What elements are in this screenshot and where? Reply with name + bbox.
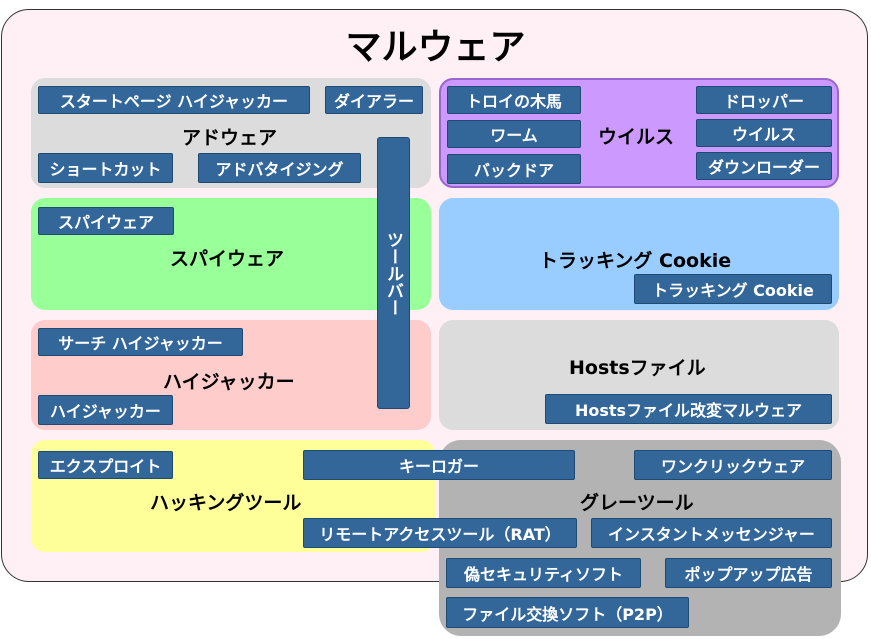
region-spyware-label: スパイウェア xyxy=(170,248,285,270)
tag-hijacker: ハイジャッカー xyxy=(38,395,173,425)
tag-popup-ad: ポップアップ広告 xyxy=(665,558,832,588)
tag-search-hijacker: サーチ ハイジャッカー xyxy=(38,328,243,356)
region-tracking-cookie-label: トラッキング Cookie xyxy=(539,250,732,272)
tag-advertising: アドバタイジング xyxy=(198,153,361,183)
tag-instant-messenger: インスタントメッセンジャー xyxy=(591,518,832,548)
region-virus-label: ウイルス xyxy=(598,126,675,148)
tag-dropper: ドロッパー xyxy=(696,86,832,114)
tag-fake-security-software: 偽セキュリティソフト xyxy=(446,558,641,588)
tag-hosts-modifier: Hostsファイル改変マルウェア xyxy=(545,394,832,424)
tag-startpage-hijacker: スタートページ ハイジャッカー xyxy=(38,86,310,114)
region-hacking-tools-label: ハッキングツール xyxy=(150,492,302,514)
tag-keylogger: キーロガー xyxy=(303,450,575,480)
tag-dialer: ダイアラー xyxy=(325,86,423,114)
diagram-title: マルウェア xyxy=(345,27,526,68)
region-hijacker-label: ハイジャッカー xyxy=(163,371,295,393)
tag-downloader: ダウンローダー xyxy=(696,152,832,180)
tag-tracking-cookie: トラッキング Cookie xyxy=(634,274,832,304)
tag-toolbar: ツールバー xyxy=(377,137,410,409)
region-hosts-file-label: Hostsファイル xyxy=(569,357,706,379)
tag-trojan: トロイの木馬 xyxy=(447,86,581,114)
tag-worm: ワーム xyxy=(447,120,581,148)
tag-backdoor: バックドア xyxy=(447,154,581,184)
tag-p2p-software: ファイル交換ソフト（P2P） xyxy=(446,597,689,628)
region-adware-label: アドウェア xyxy=(182,127,278,149)
tag-shortcut: ショートカット xyxy=(38,153,173,183)
region-grayware-label: グレーツール xyxy=(580,492,694,514)
tag-spyware: スパイウェア xyxy=(38,207,174,235)
tag-rat: リモートアクセスツール（RAT） xyxy=(303,518,577,548)
tag-one-click-ware: ワンクリックウェア xyxy=(634,450,832,480)
tag-virus: ウイルス xyxy=(696,119,832,147)
tag-exploit: エクスプロイト xyxy=(38,451,173,479)
